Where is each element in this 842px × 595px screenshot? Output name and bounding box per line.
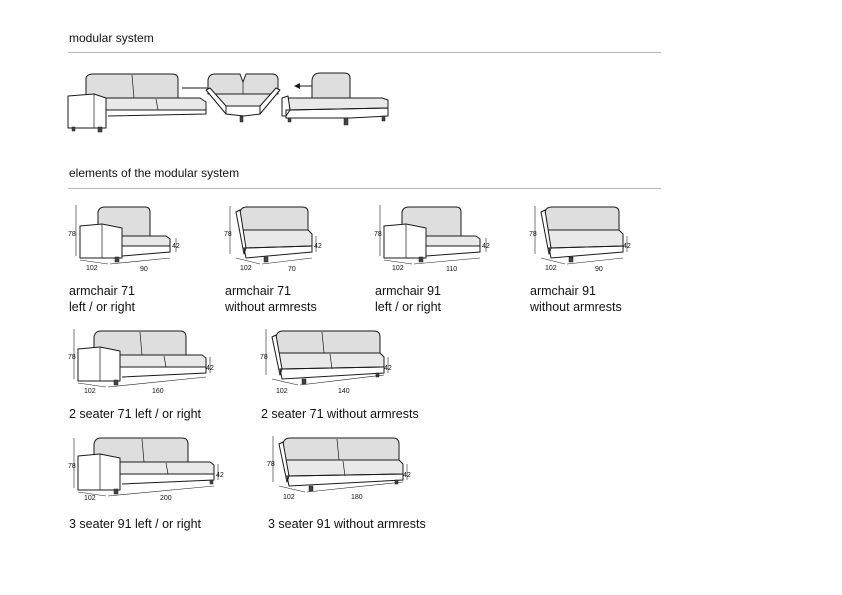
svg-text:42: 42: [403, 472, 411, 479]
svg-text:140: 140: [338, 388, 350, 395]
svg-text:42: 42: [482, 243, 490, 250]
svg-text:110: 110: [446, 266, 457, 273]
svg-text:102: 102: [84, 388, 96, 395]
dim-seat: 42: [172, 243, 180, 250]
svg-text:78: 78: [267, 461, 275, 468]
caption-two-seater-71-armrest: 2 seater 71 left / or right: [69, 407, 202, 421]
svg-text:42: 42: [623, 243, 631, 250]
svg-text:78: 78: [68, 231, 76, 238]
svg-text:160: 160: [152, 388, 164, 395]
svg-text:102: 102: [545, 265, 557, 272]
caption-three-seater-91-no-armrest: 3 seater 91 without armrests: [268, 517, 426, 531]
caption-three-seater-91-armrest: 3 seater 91 left / or right: [69, 517, 202, 531]
svg-text:102: 102: [276, 388, 288, 395]
svg-text:78: 78: [374, 231, 382, 238]
sofa-piece-chaise-icon: [281, 72, 389, 126]
three-seater-91-armrest-diagram-icon: 78 42 102 200: [68, 437, 224, 502]
svg-text:102: 102: [84, 495, 96, 502]
section-title-elements: elements of the modular system: [69, 166, 240, 180]
sofa-piece-corner-icon: [205, 73, 281, 123]
svg-text:70: 70: [288, 266, 296, 273]
sofa-piece-left-icon: [67, 73, 207, 133]
svg-text:200: 200: [160, 495, 172, 502]
svg-text:90: 90: [595, 266, 603, 273]
divider: [68, 52, 661, 53]
three-seater-91-no-armrest-diagram-icon: 78 42 102 180: [267, 436, 411, 501]
dim-depth: 102: [86, 265, 98, 272]
section-title-modular-system: modular system: [69, 31, 154, 45]
svg-text:42: 42: [314, 243, 322, 250]
armchair-71-armrest-diagram-icon: 78 42 102 90 78: [68, 205, 180, 273]
armchair-71-no-armrest-diagram-icon: 78 42 102 70: [224, 206, 322, 273]
armchair-91-no-armrest-diagram-icon: 78 42 102 90: [529, 206, 631, 273]
svg-text:78: 78: [68, 354, 76, 361]
svg-text:102: 102: [240, 265, 252, 272]
armchair-91-armrest-diagram-icon: 78 42 102 110: [374, 205, 490, 273]
svg-text:78: 78: [529, 231, 537, 238]
modular-sofa-diagram-icon: [67, 72, 389, 133]
svg-text:78: 78: [68, 463, 76, 470]
svg-text:42: 42: [206, 365, 214, 372]
svg-text:102: 102: [283, 494, 295, 501]
svg-text:102: 102: [392, 265, 404, 272]
svg-text:42: 42: [216, 472, 224, 479]
svg-text:42: 42: [384, 365, 392, 372]
caption-two-seater-71-no-armrest: 2 seater 71 without armrests: [261, 407, 419, 421]
svg-text:78: 78: [260, 354, 268, 361]
two-seater-71-no-armrest-diagram-icon: 78 42 102 140: [260, 329, 392, 395]
divider: [68, 188, 661, 189]
svg-text:180: 180: [351, 494, 363, 501]
svg-text:78: 78: [224, 231, 232, 238]
two-seater-71-armrest-diagram-icon: 78 42 102 160: [68, 329, 214, 395]
dim-width: 90: [140, 266, 148, 273]
